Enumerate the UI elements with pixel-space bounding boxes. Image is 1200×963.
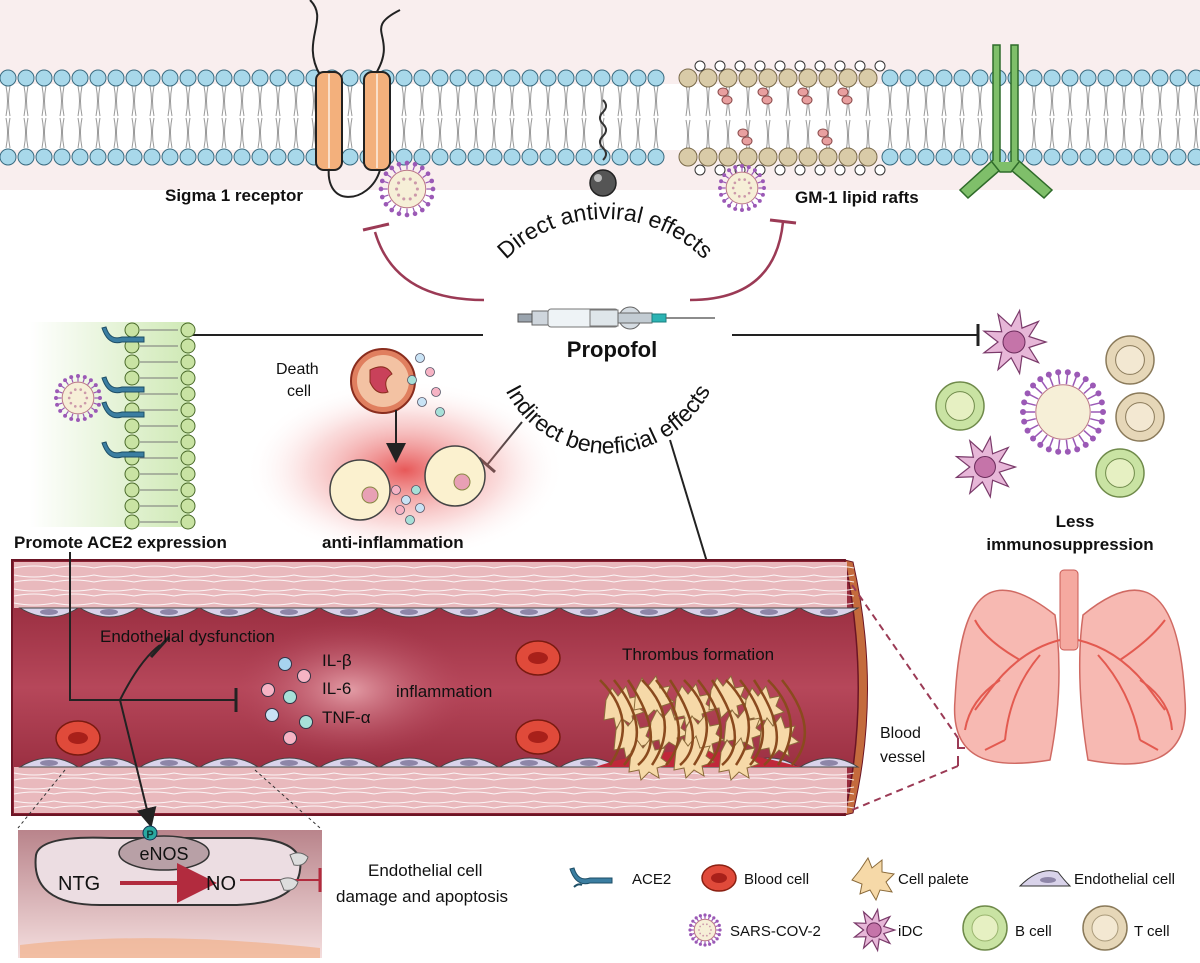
endothelial-inset <box>17 769 322 958</box>
no-label: NO <box>206 873 236 895</box>
legend-sars-label: SARS-COV-2 <box>730 923 821 940</box>
il-beta-label: IL-β <box>322 651 352 670</box>
legend: ACE2 Blood cell Cell palete Endothelial … <box>569 856 1175 953</box>
il-6-label: IL-6 <box>322 679 351 698</box>
lungs-icon <box>953 569 1186 766</box>
anti-inflammation-label: anti-inflammation <box>322 533 464 552</box>
direct-antiviral-label: Direct antiviral effects <box>492 198 718 264</box>
legend-idc-icon <box>852 907 897 953</box>
legend-sars-icon <box>688 913 722 947</box>
sars-cov2-virus <box>378 160 436 218</box>
legend-t-cell-icon <box>1082 905 1128 951</box>
legend-endothelial-cell-icon <box>1018 870 1072 887</box>
direct-effects-arc <box>362 218 797 302</box>
death-cell-label-1: Death <box>276 361 319 378</box>
blood-vessel-label-1: Blood <box>880 725 921 742</box>
ntg-label: NTG <box>58 873 100 895</box>
legend-t-cell-label: T cell <box>1134 923 1170 940</box>
legend-cell-palete-icon <box>851 856 896 902</box>
legend-b-cell-icon <box>962 905 1008 951</box>
cytokine-dots <box>261 657 313 745</box>
cholesterol-icon <box>589 99 617 197</box>
immune-cells <box>935 308 1165 499</box>
propofol-label: Propofol <box>567 337 657 362</box>
damage-label-1: Endothelial cell <box>368 861 482 880</box>
inflammation-label: inflammation <box>396 682 492 701</box>
sigma1-receptor <box>309 0 401 198</box>
endothelial-dysfunction-label: Endothelial dysfunction <box>100 627 275 646</box>
legend-idc-label: iDC <box>898 923 923 940</box>
syringe-icon <box>517 306 715 330</box>
enos-label: eNOS <box>139 844 188 864</box>
sars-cov2-virus <box>718 164 766 212</box>
legend-blood-cell-label: Blood cell <box>744 871 809 888</box>
legend-blood-cell-icon <box>701 864 737 892</box>
ace2-membrane-panel <box>30 322 196 530</box>
ace2-expression-label: Promote ACE2 expression <box>14 533 227 552</box>
legend-cell-palete-label: Cell palete <box>898 871 969 888</box>
less-immuno-label-1: Less <box>1056 512 1095 531</box>
less-immuno-label-2: immunosuppression <box>986 535 1153 554</box>
sigma1-label: Sigma 1 receptor <box>165 186 303 205</box>
anti-inflammation-scene <box>245 348 565 560</box>
p-label: P <box>146 829 153 841</box>
membrane-y-receptor <box>958 44 1054 200</box>
death-cell-label-2: cell <box>287 383 311 400</box>
gm1-label: GM-1 lipid rafts <box>795 188 919 207</box>
gm1-lipid-raft <box>678 60 886 176</box>
damage-label-2: damage and apoptosis <box>336 887 508 906</box>
legend-b-cell-label: B cell <box>1015 923 1052 940</box>
thrombus-label: Thrombus formation <box>622 645 774 664</box>
legend-ace2-icon <box>569 867 613 888</box>
legend-endothelial-cell-label: Endothelial cell <box>1074 871 1175 888</box>
blood-vessel-label-2: vessel <box>880 749 925 766</box>
vessel-pathway-arrows <box>69 552 238 828</box>
blood-vessel <box>11 559 868 816</box>
legend-ace2-label: ACE2 <box>632 871 671 888</box>
tnf-alpha-label: TNF-α <box>322 708 371 727</box>
